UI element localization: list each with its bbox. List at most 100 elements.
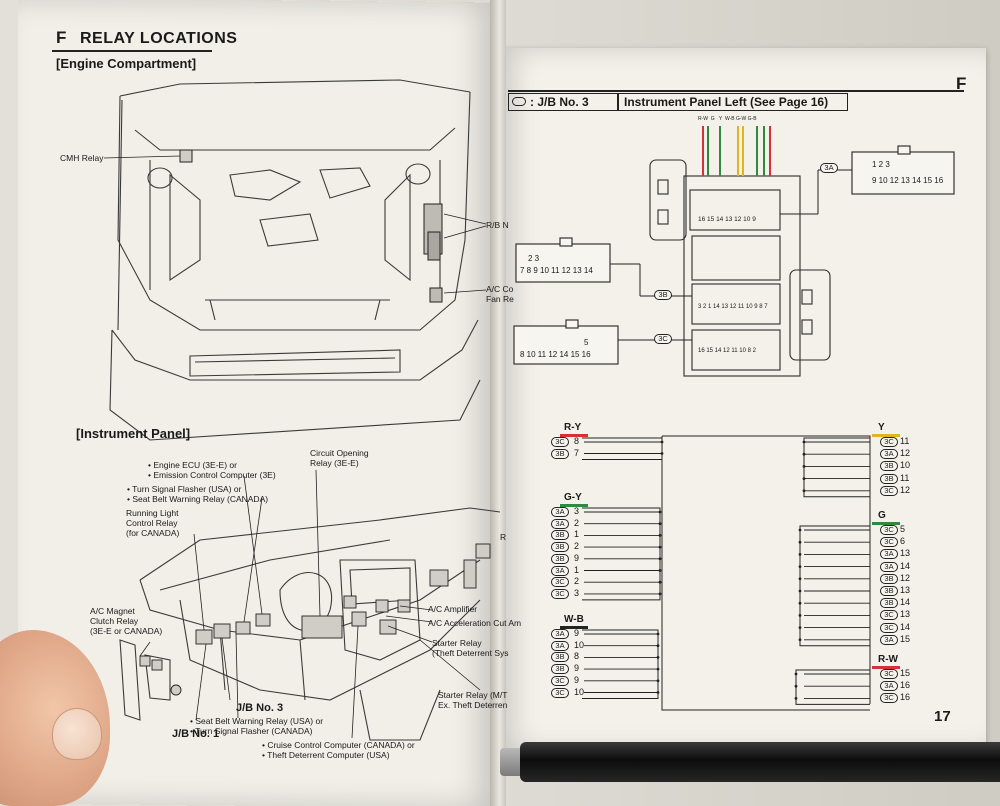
connector-code-badge: 3C xyxy=(880,437,898,447)
block-pins-lower: 16 15 14 12 11 10 8 2 xyxy=(698,348,756,354)
pin-number: 15 xyxy=(900,633,911,644)
terminal-dot xyxy=(802,452,806,456)
ac-magnet-clutch-label: A/C Magnet Clutch Relay (3E-E or CANADA) xyxy=(90,606,163,636)
connector-code-badge: 3C xyxy=(551,577,569,588)
seat-belt-relay-label: • Seat Belt Warning Relay (USA) or • Tur… xyxy=(190,716,324,736)
wire-color-bar xyxy=(560,434,588,437)
pin-number: 14 xyxy=(900,621,911,632)
terminal-dot xyxy=(798,614,802,617)
terminal-dot xyxy=(658,534,662,537)
terminal-dot xyxy=(798,589,802,593)
pin-number: 1 xyxy=(574,529,580,540)
connector-code-badge: 3C xyxy=(551,437,569,447)
pin-number: 3 xyxy=(574,506,580,516)
terminal-dot xyxy=(656,644,660,648)
pin-number: 2 xyxy=(574,517,580,528)
terminal-dot xyxy=(798,626,802,629)
terminal-dot xyxy=(794,697,798,700)
terminal-dot xyxy=(802,477,806,480)
conn-3c-top: 5 xyxy=(584,338,589,347)
pin-number: 10 xyxy=(574,686,585,697)
jb3-code-box xyxy=(508,93,618,111)
pin-number: 14 xyxy=(900,560,911,571)
terminal-dot xyxy=(660,440,664,444)
terminal-dot xyxy=(794,672,798,676)
header-title: Instrument Panel Left (See Page 16) xyxy=(624,95,829,109)
terminal-dot xyxy=(802,465,806,468)
wire-group-bracket xyxy=(795,669,870,705)
ac-condenser-fan-relay-label: A/C Co Fan Re xyxy=(486,284,514,304)
conn-3c-bottom: 8 10 11 12 14 15 16 xyxy=(520,350,591,359)
engine-compartment-heading: [Engine Compartment] xyxy=(56,56,197,71)
connector-code-badge: 3A xyxy=(551,629,569,639)
book-gutter xyxy=(490,0,506,806)
terminal-dot xyxy=(656,656,660,659)
cmh-relay-label: CMH Relay xyxy=(60,153,104,163)
engine-ecu-label: • Engine ECU (3E-E) or • Emission Contro… xyxy=(148,460,276,480)
terminal-dot xyxy=(656,632,660,636)
terminal-dot xyxy=(798,577,802,581)
pin-number: 9 xyxy=(574,663,580,674)
connector-code-badge: 3C xyxy=(880,537,898,548)
terminal-dot xyxy=(798,601,802,605)
connector-code-badge: 3A xyxy=(551,507,569,517)
connector-code-badge: 3B xyxy=(880,598,898,609)
pin-number: 2 xyxy=(574,541,580,552)
wire-group-label: G xyxy=(878,510,886,521)
wire-color-labels: R-W G Y W-B G-W G-B xyxy=(698,116,757,122)
wire-group-label: R-Y xyxy=(564,422,582,433)
pin-number: 8 xyxy=(574,651,580,662)
starter-relay-theft-label: Starter Relay (Theft Deterrent Sys xyxy=(432,638,509,658)
connector-code-badge: 3B xyxy=(880,461,898,472)
terminal-dot xyxy=(658,522,662,526)
ac-accel-cut-label: A/C Acceleration Cut Am xyxy=(428,618,522,628)
terminal-dot xyxy=(656,691,660,694)
connector-code-badge: 3C xyxy=(551,675,569,686)
pen xyxy=(520,742,1000,782)
connector-code-badge: 3C xyxy=(880,669,898,679)
wire-color-bar xyxy=(872,666,900,669)
connector-code-badge: 3B xyxy=(551,664,569,675)
wire-group-label: W-B xyxy=(564,614,584,625)
circuit-opening-relay-label: Circuit Opening Relay (3E-E) xyxy=(310,448,369,468)
pin-number: 14 xyxy=(900,597,911,608)
pin-number: 13 xyxy=(900,609,911,620)
header-title-box xyxy=(618,93,848,111)
connector-code-badge: 3A xyxy=(880,681,898,692)
pin-number: 11 xyxy=(900,436,910,446)
pin-number: 12 xyxy=(900,448,911,459)
conn-3b-bottom: 7 8 9 10 11 12 13 14 xyxy=(520,266,593,275)
jb1-label: J/B No. 1 xyxy=(172,728,220,740)
pin-number: 7 xyxy=(574,447,580,458)
pin-number: 11 xyxy=(900,472,910,483)
title-rule xyxy=(52,50,212,52)
connector-code-badge: 3A xyxy=(880,449,898,460)
connector-symbol-icon xyxy=(512,97,526,106)
connector-code-badge: 3A xyxy=(551,565,569,576)
connector-code-badge: 3A xyxy=(880,561,898,572)
connector-code-badge: 3C xyxy=(880,485,898,496)
header-rule xyxy=(508,90,964,92)
wire-group-bracket xyxy=(799,525,870,647)
terminal-dot xyxy=(660,452,664,455)
terminal-dot xyxy=(656,667,660,671)
wire-group-bracket xyxy=(803,437,870,498)
cruise-control-label: • Cruise Control Computer (CANADA) or • … xyxy=(262,740,415,760)
pin-number: 16 xyxy=(900,692,911,703)
connector-code-badge: 3C xyxy=(551,588,569,599)
block-pins-middle: 3 2 1 14 13 12 11 10 9 8 7 xyxy=(698,304,768,310)
connector-3a-badge: 3A xyxy=(820,163,838,173)
conn-3b-top: 2 3 xyxy=(528,254,540,263)
terminal-dot xyxy=(658,510,662,514)
wire-color-bar xyxy=(872,522,900,525)
connector-code-badge: 3B xyxy=(551,553,569,564)
connector-3c-badge: 3C xyxy=(654,334,672,344)
conn-3a-bottom: 9 10 12 13 14 15 16 xyxy=(872,176,944,185)
conn-3a-top: 1 2 3 xyxy=(872,160,890,169)
pin-number: 12 xyxy=(900,484,911,495)
connector-code-badge: 3C xyxy=(880,622,898,633)
wire-color-bar xyxy=(560,504,588,507)
terminal-dot xyxy=(656,679,660,683)
connector-code-badge: 3A xyxy=(880,549,898,560)
